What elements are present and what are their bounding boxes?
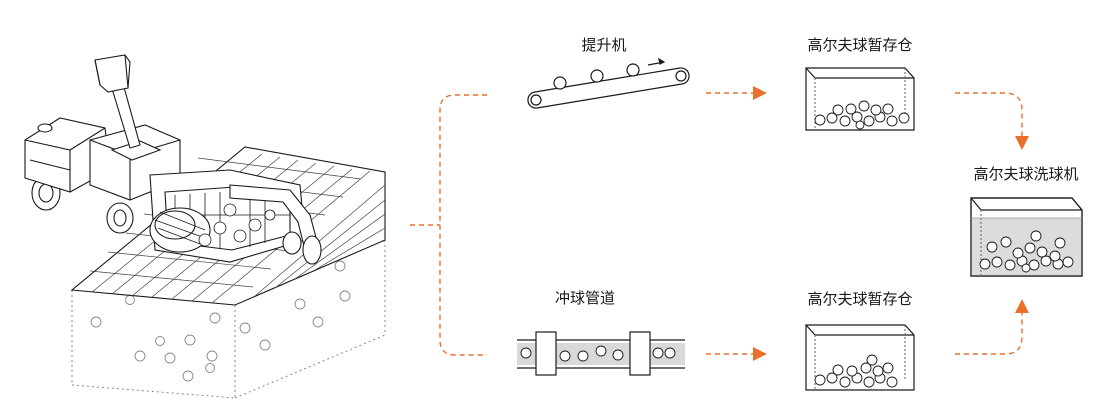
conveyor-belt-icon [527,57,690,109]
storage-top-label: 高尔夫球暂存仓 [807,36,912,54]
storage-bottom-node: 高尔夫球暂存仓 [805,290,915,391]
flush-pipe-label: 冲球管道 [555,289,615,307]
storage-bin-icon [805,67,915,131]
elevator-node: 提升机 [527,36,690,109]
washer-tank-icon [970,197,1083,277]
elevator-label: 提升机 [581,36,626,54]
flow-connectors [410,86,1029,361]
robot-body [24,54,322,265]
storage-bottom-label: 高尔夫球暂存仓 [807,290,912,308]
connector-split-branch [439,94,487,356]
storage-top-node: 高尔夫球暂存仓 [805,36,915,131]
robot-illustration [24,54,386,399]
washer-node: 高尔夫球洗球机 [970,165,1083,277]
storage-bin-icon [805,324,915,391]
arrow-bottom-storage-to-washer [955,299,1029,355]
washer-label: 高尔夫球洗球机 [973,165,1078,183]
flush-pipe-node: 冲球管道 [517,289,685,376]
pipe-icon [517,331,685,376]
arrow-top-storage-to-washer [955,92,1029,150]
